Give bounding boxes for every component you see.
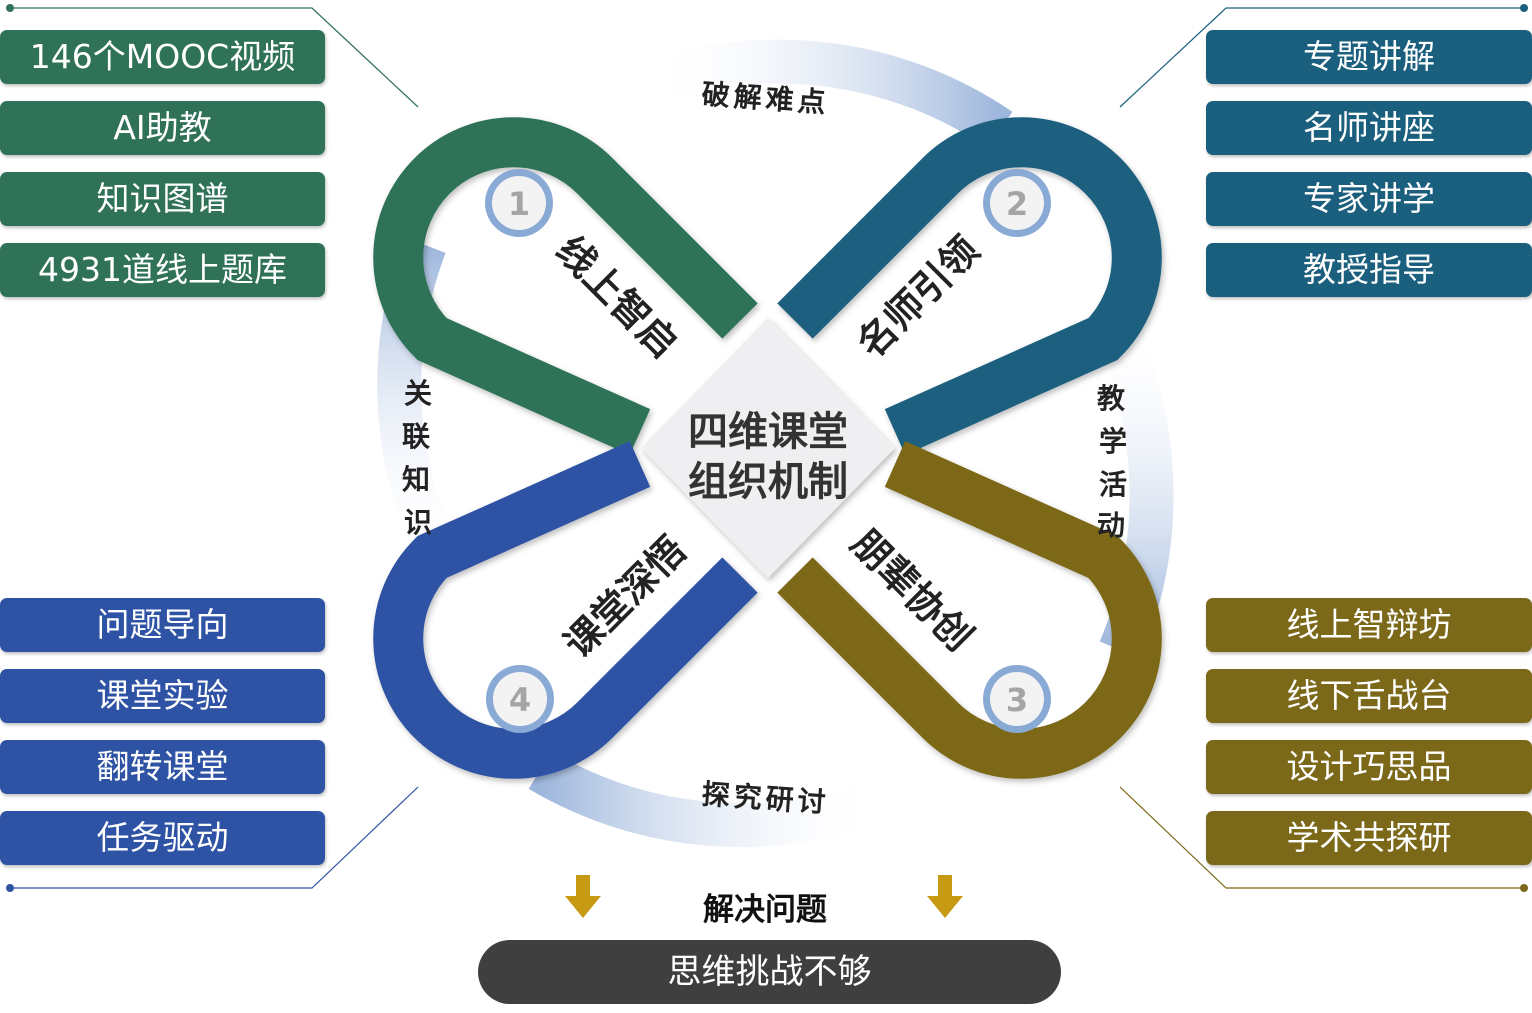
badge-2-number: 2 <box>1006 185 1028 223</box>
tag-flipped-class: 翻转课堂 <box>0 740 325 794</box>
ring-label-right-char: 学 <box>1099 425 1127 458</box>
badge-1-number: 1 <box>508 185 530 223</box>
tag-question-bank: 4931道线上题库 <box>0 243 325 297</box>
link-1-shape <box>373 117 758 455</box>
tag-academic-research: 学术共探研 <box>1206 811 1532 865</box>
center-title-line2: 组织机制 <box>688 459 848 505</box>
tag-ai-assistant: AI助教 <box>0 101 325 155</box>
tag-knowledge-graph: 知识图谱 <box>0 172 325 226</box>
tag-problem-oriented: 问题导向 <box>0 598 325 652</box>
center-diamond <box>641 318 895 578</box>
solve-problem-label: 解决问题 <box>703 892 827 928</box>
badge-3: 3 <box>983 665 1051 733</box>
ring-label-left: 关 联 知 识 <box>402 377 432 539</box>
ring-label-left-char: 知 <box>402 463 430 496</box>
tag-online-debate: 线上智辩坊 <box>1206 598 1532 652</box>
center-title-line1: 四维课堂 <box>688 409 848 455</box>
tag-mooc-videos: 146个MOOC视频 <box>0 30 325 84</box>
tag-offline-debate: 线下舌战台 <box>1206 669 1532 723</box>
badge-1: 1 <box>485 169 553 237</box>
ring-label-right-char: 教 <box>1097 382 1125 415</box>
tag-class-experiment: 课堂实验 <box>0 669 325 723</box>
down-arrow-right <box>927 875 963 918</box>
tag-professor-guide: 教授指导 <box>1206 243 1532 297</box>
ring-label-left-char: 识 <box>404 506 432 539</box>
badge-4-number: 4 <box>509 681 531 719</box>
ring-label-left-char: 联 <box>402 420 430 453</box>
ring-label-right-char: 活 <box>1099 468 1127 501</box>
problem-bar: 思维挑战不够 <box>478 940 1061 1004</box>
down-arrow-left <box>565 875 601 918</box>
ring-label-right-char: 动 <box>1097 509 1125 542</box>
ring-label-left-char: 关 <box>404 377 432 410</box>
badge-2: 2 <box>983 169 1051 237</box>
chain-links <box>373 117 1162 779</box>
connector-lines <box>6 4 1528 892</box>
tag-topic-lecture: 专题讲解 <box>1206 30 1532 84</box>
link-3-shape <box>777 441 1162 779</box>
tag-master-lecture: 名师讲座 <box>1206 101 1532 155</box>
tag-expert-talk: 专家讲学 <box>1206 172 1532 226</box>
link-2-shape <box>777 117 1162 455</box>
badge-3-number: 3 <box>1006 681 1028 719</box>
tag-design-ideas: 设计巧思品 <box>1206 740 1532 794</box>
link-4-shape <box>373 441 758 779</box>
tag-task-driven: 任务驱动 <box>0 811 325 865</box>
badge-4: 4 <box>486 665 554 733</box>
ring-label-right: 教 学 活 动 <box>1097 382 1127 542</box>
